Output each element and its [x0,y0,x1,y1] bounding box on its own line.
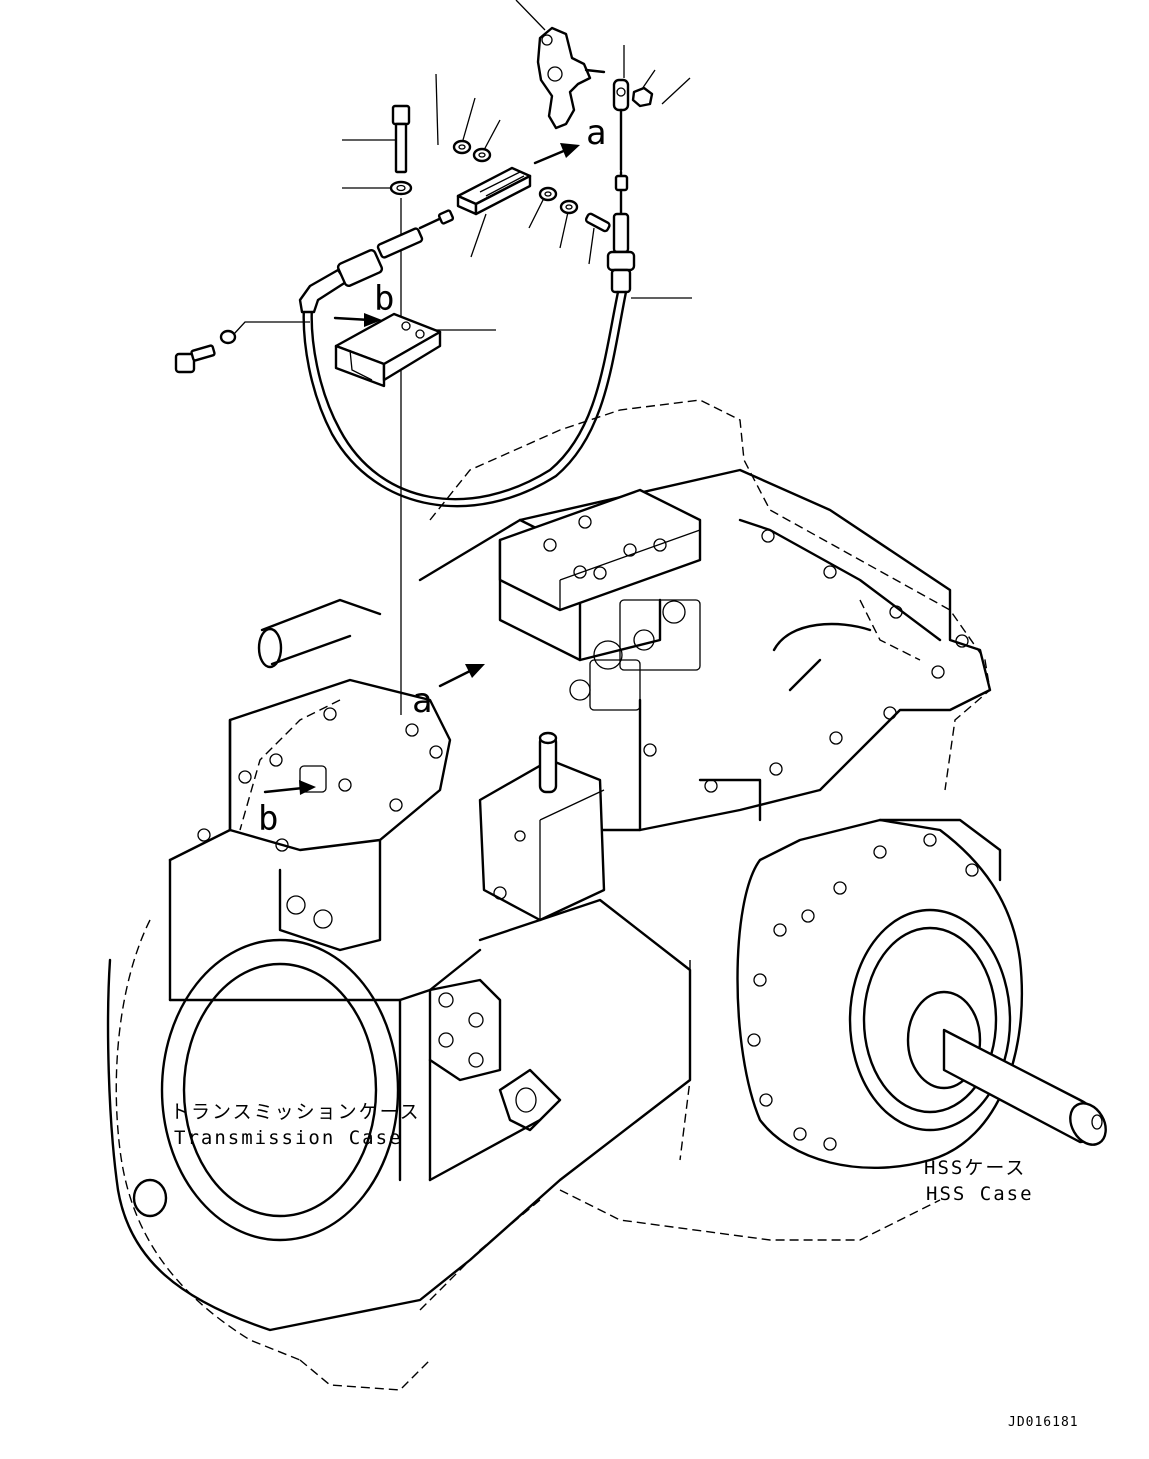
callout-arrows [263,143,580,795]
washers [219,139,579,345]
cable-assembly [298,26,654,508]
callout-a-top: a [586,113,606,153]
ball-joint [612,78,630,172]
leader-lines [233,0,692,715]
pump-body [168,678,452,1002]
cable-bracket [334,312,442,388]
drawing-code: JD016181 [1008,1415,1079,1430]
mounting-bolt [389,104,413,196]
hss-case-jp: HSSケース [924,1157,1026,1179]
callout-a-body: a [412,681,432,721]
slotted-block [456,166,532,216]
side-bolt [174,344,216,374]
valve-tower [478,731,606,922]
control-valve [498,488,702,711]
hss-case-label: HSSケース HSS Case [924,1157,1034,1205]
callout-labels: a b a b [258,113,606,839]
hss-case-en: HSS Case [926,1183,1034,1205]
hss-case [736,818,1107,1170]
transmission-case-en: Transmission Case [174,1127,402,1149]
callout-b-body: b [258,799,278,839]
transmission-assembly [106,399,1107,1391]
lock-nut [631,86,654,108]
transmission-case-jp: トランスミッションケース [170,1101,421,1123]
transmission-case-label: トランスミッションケース Transmission Case [170,1101,421,1149]
clevis-pin [584,212,611,233]
callout-b-top: b [374,279,394,319]
lever-bracket [536,26,606,130]
